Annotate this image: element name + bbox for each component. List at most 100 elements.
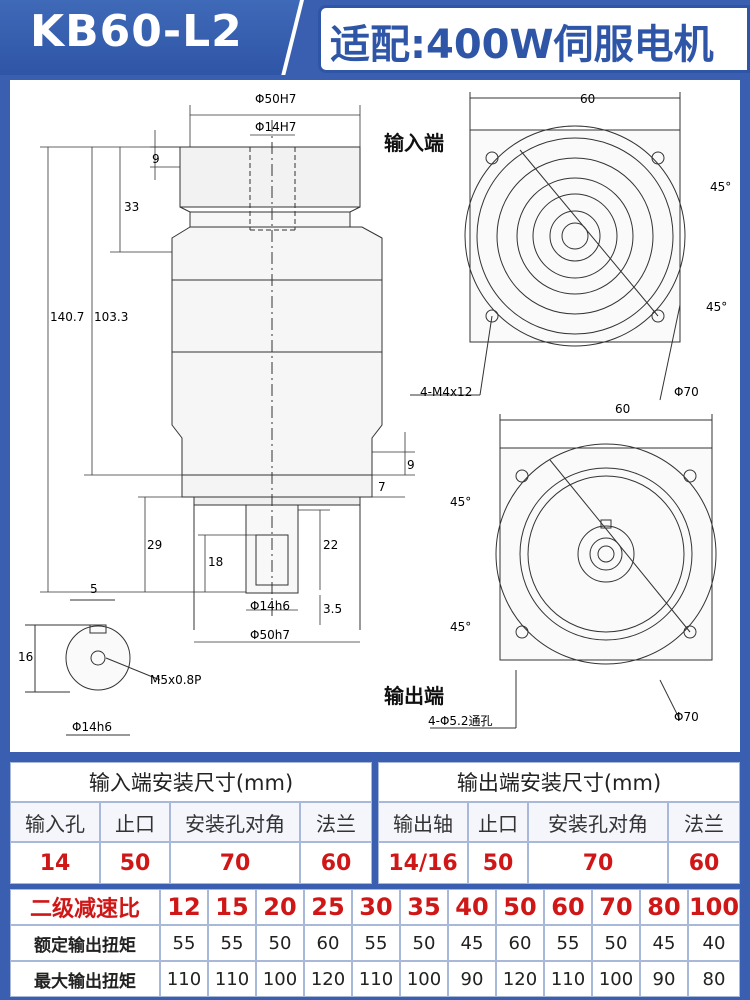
output-end-view: [430, 414, 717, 729]
input-header-1: 输入孔: [10, 802, 100, 842]
ratio-label: 二级减速比: [10, 889, 160, 925]
dim-22: 22: [323, 538, 339, 552]
ratio-value: 70: [592, 889, 640, 925]
dim-9-top: 9: [152, 152, 160, 166]
max-torque-value: 80: [688, 961, 740, 997]
input-header-4: 法兰: [300, 802, 372, 842]
dim-thread: M5x0.8P: [150, 673, 202, 687]
dim-d70-out: Φ70: [674, 710, 699, 724]
max-torque-value: 110: [208, 961, 256, 997]
rated-torque-value: 55: [352, 925, 400, 961]
rated-torque-value: 55: [208, 925, 256, 961]
output-header-4: 法兰: [668, 802, 740, 842]
dim-sq60-in: 60: [580, 92, 596, 106]
max-torque-value: 100: [256, 961, 304, 997]
input-value-1: 14: [10, 842, 100, 884]
ratio-table: 二级减速比 额定输出扭矩 最大输出扭矩 12 15 20 25 30 35 40…: [10, 889, 740, 997]
spec-title: 适配:400W伺服电机: [330, 22, 714, 68]
dim-29: 29: [147, 538, 163, 552]
ratio-value: 20: [256, 889, 304, 925]
holes-output: 4-Φ5.2通孔: [428, 714, 493, 728]
input-table: 输入端安装尺寸(mm) 输入孔 止口 安装孔对角 法兰 14 50 70 60: [10, 762, 372, 884]
angle-45-d: 45°: [450, 620, 472, 634]
rated-torque-value: 55: [160, 925, 208, 961]
rated-torque-value: 45: [448, 925, 496, 961]
max-torque-value: 90: [448, 961, 496, 997]
rated-torque-label: 额定输出扭矩: [10, 925, 160, 961]
output-table-title: 输出端安装尺寸(mm): [378, 762, 740, 802]
dim-d50H7: Φ50H7: [255, 92, 297, 106]
model-title: KB60-L2: [30, 6, 243, 57]
spec-tables: 输入端安装尺寸(mm) 输入孔 止口 安装孔对角 法兰 14 50 70 60 …: [0, 757, 750, 1000]
rated-torque-value: 50: [400, 925, 448, 961]
ratio-value: 35: [400, 889, 448, 925]
ratio-value: 60: [544, 889, 592, 925]
angle-45-b: 45°: [706, 300, 728, 314]
ratio-value: 100: [688, 889, 740, 925]
drawing-svg: [25, 92, 717, 736]
input-header-2: 止口: [100, 802, 170, 842]
max-torque-value: 100: [592, 961, 640, 997]
rated-torque-value: 45: [640, 925, 688, 961]
input-header-3: 安装孔对角: [170, 802, 300, 842]
output-value-1: 14/16: [378, 842, 468, 884]
ratio-value: 25: [304, 889, 352, 925]
max-torque-value: 100: [400, 961, 448, 997]
max-torque-value: 110: [160, 961, 208, 997]
angle-45-a: 45°: [710, 180, 732, 194]
technical-drawing: 输入端 输出端 Φ50H7 Φ14H7 9 33 140.7 103.3 9 7…: [10, 80, 740, 752]
input-value-4: 60: [300, 842, 372, 884]
dim-33: 33: [124, 200, 140, 214]
rated-torque-value: 50: [256, 925, 304, 961]
dim-3-5: 3.5: [323, 602, 343, 616]
angle-45-c: 45°: [450, 495, 472, 509]
output-table: 输出端安装尺寸(mm) 输出轴 止口 安装孔对角 法兰 14/16 50 70 …: [378, 762, 740, 884]
spec-box: [318, 5, 750, 73]
input-value-2: 50: [100, 842, 170, 884]
output-header-3: 安装孔对角: [528, 802, 668, 842]
dim-d50h7: Φ50h7: [250, 628, 290, 642]
rated-torque-value: 60: [496, 925, 544, 961]
max-torque-value: 90: [640, 961, 688, 997]
dim-d14h6: Φ14h6: [250, 599, 290, 613]
ratio-value: 30: [352, 889, 400, 925]
rated-torque-value: 40: [688, 925, 740, 961]
max-torque-value: 110: [544, 961, 592, 997]
rated-torque-value: 60: [304, 925, 352, 961]
dim-18: 18: [208, 555, 224, 569]
ratio-value: 12: [160, 889, 208, 925]
side-dimensions: [40, 105, 415, 643]
dim-5: 5: [90, 582, 98, 596]
output-end-label: 输出端: [384, 684, 444, 708]
gearbox-side-view: [171, 120, 383, 630]
ratio-value: 15: [208, 889, 256, 925]
dim-d70-in: Φ70: [674, 385, 699, 399]
dim-d14H7: Φ14H7: [255, 120, 297, 134]
output-value-2: 50: [468, 842, 528, 884]
output-header-1: 输出轴: [378, 802, 468, 842]
max-torque-value: 120: [496, 961, 544, 997]
dim-16: 16: [18, 650, 34, 664]
dim-103-3: 103.3: [94, 310, 129, 324]
dim-key-d14h6: Φ14h6: [72, 720, 112, 734]
max-torque-value: 120: [304, 961, 352, 997]
key-detail: [25, 599, 161, 736]
output-value-4: 60: [668, 842, 740, 884]
max-torque-label: 最大输出扭矩: [10, 961, 160, 997]
dim-9-mid: 9: [407, 458, 415, 472]
dim-7: 7: [378, 480, 386, 494]
dim-140-7: 140.7: [50, 310, 85, 324]
input-end-view: [410, 92, 686, 401]
input-end-label: 输入端: [384, 131, 444, 155]
dim-sq60-out: 60: [615, 402, 631, 416]
max-torque-value: 110: [352, 961, 400, 997]
ratio-value: 40: [448, 889, 496, 925]
output-value-3: 70: [528, 842, 668, 884]
ratio-value: 80: [640, 889, 688, 925]
output-header-2: 止口: [468, 802, 528, 842]
input-table-title: 输入端安装尺寸(mm): [10, 762, 372, 802]
rated-torque-value: 50: [592, 925, 640, 961]
header-banner: KB60-L2 适配:400W伺服电机: [0, 0, 750, 78]
ratio-value: 50: [496, 889, 544, 925]
rated-torque-value: 55: [544, 925, 592, 961]
